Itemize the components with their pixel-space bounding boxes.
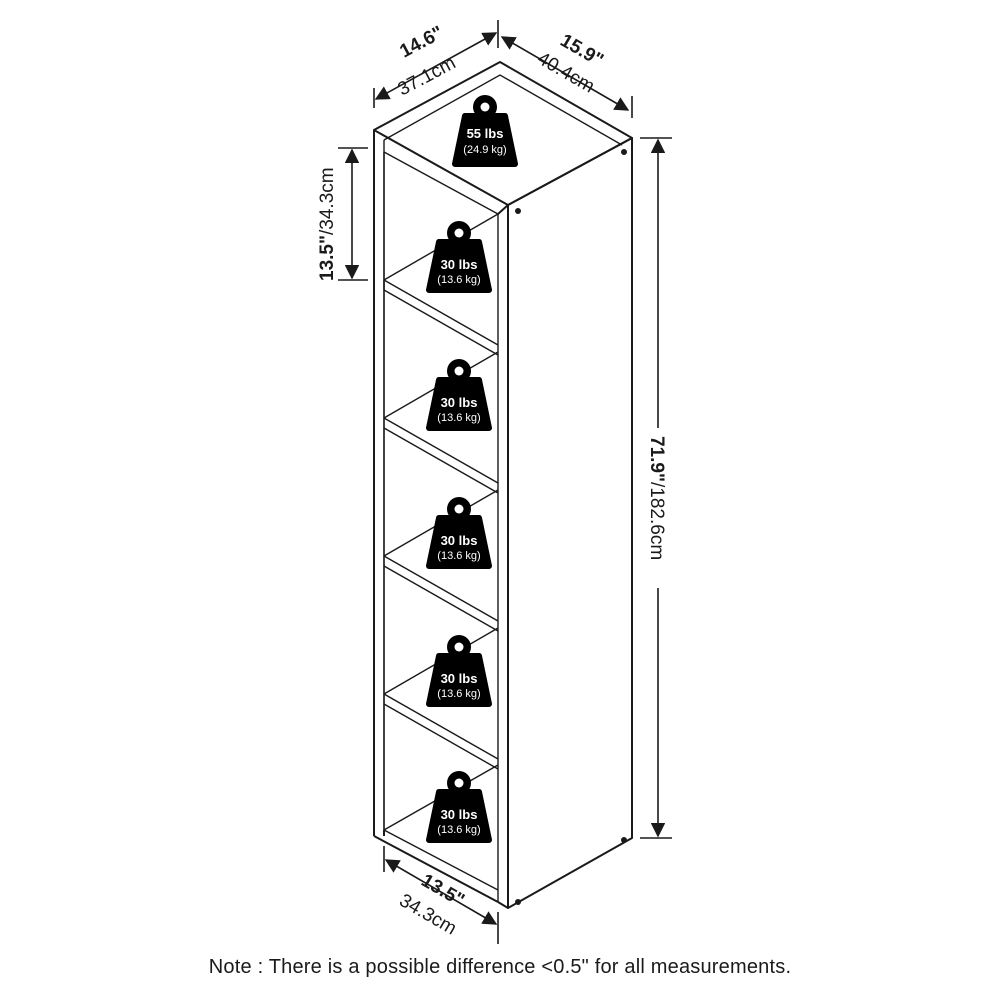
weight-lbs: 30 lbs	[441, 807, 478, 822]
weight-kg: (24.9 kg)	[463, 144, 506, 156]
dimension-top-width: 14.6" 37.1cm	[373, 20, 499, 108]
weight-kg: (13.6 kg)	[437, 274, 480, 286]
side-panel	[507, 137, 633, 909]
weight-kg: (13.6 kg)	[437, 412, 480, 424]
weight-lbs: 30 lbs	[441, 671, 478, 686]
weight-kg: (13.6 kg)	[437, 824, 480, 836]
weight-icon: 30 lbs (13.6 kg)	[426, 771, 492, 843]
weight-lbs: 55 lbs	[467, 126, 504, 141]
svg-text:71.9"/182.6cm: 71.9"/182.6cm	[646, 436, 667, 560]
total-height-metric: /182.6cm	[646, 482, 667, 560]
cube-height-metric: /34.3cm	[317, 167, 338, 235]
weight-icon: 30 lbs (13.6 kg)	[426, 221, 492, 293]
weight-icon: 30 lbs (13.6 kg)	[426, 635, 492, 707]
weight-kg: (13.6 kg)	[437, 550, 480, 562]
dimension-total-height: 71.9"/182.6cm	[640, 137, 672, 839]
weight-lbs: 30 lbs	[441, 257, 478, 272]
bookcase	[373, 61, 633, 909]
measurement-note: Note : There is a possible difference <0…	[208, 956, 792, 978]
screw-dot	[621, 837, 627, 843]
cube-height-imperial: 13.5"	[317, 235, 338, 281]
screw-dot	[515, 899, 521, 905]
screw-dot	[621, 149, 627, 155]
weight-icon: 55 lbs (24.9 kg)	[452, 95, 518, 167]
weight-kg: (13.6 kg)	[437, 688, 480, 700]
weight-lbs: 30 lbs	[441, 533, 478, 548]
screw-dot	[515, 208, 521, 214]
weight-icon: 30 lbs (13.6 kg)	[426, 359, 492, 431]
dimension-cube-height: 13.5"/34.3cm	[317, 147, 368, 281]
svg-text:13.5"/34.3cm: 13.5"/34.3cm	[317, 167, 338, 281]
total-height-imperial: 71.9"	[646, 436, 667, 482]
top-width-imperial: 14.6"	[396, 22, 446, 62]
weight-lbs: 30 lbs	[441, 395, 478, 410]
weight-icon: 30 lbs (13.6 kg)	[426, 497, 492, 569]
